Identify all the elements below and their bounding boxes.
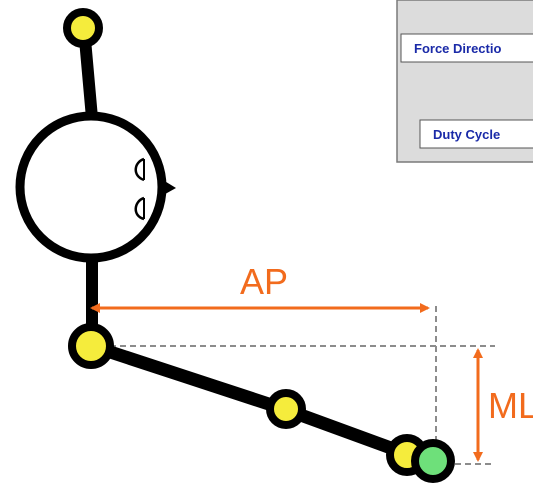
ml-label: ML (488, 385, 533, 426)
end-effector-joint[interactable] (411, 439, 455, 483)
duty-cycle-button[interactable]: Duty Cycle (419, 119, 533, 149)
duty-cycle-label: Duty Cycle (433, 127, 500, 142)
force-direction-button[interactable]: Force Directio (400, 33, 533, 63)
ml-dimension: ML (473, 348, 533, 462)
force-direction-label: Force Directio (414, 41, 501, 56)
ap-dimension: AP (90, 261, 430, 313)
control-panel: Force Directio Duty Cycle (396, 0, 533, 163)
hip-joint[interactable] (68, 323, 114, 369)
top-joint[interactable] (63, 8, 103, 48)
thigh-segment (85, 339, 294, 417)
head (15, 111, 176, 263)
ap-label: AP (240, 261, 288, 302)
knee-joint[interactable] (266, 389, 306, 429)
guide-lines (100, 306, 495, 465)
